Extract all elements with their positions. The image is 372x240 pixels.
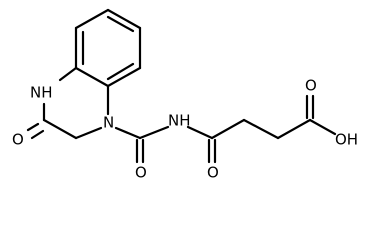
bond — [276, 118, 312, 140]
bond-inner — [106, 62, 135, 81]
bond — [30, 129, 45, 140]
atom-label-nh-amide: NH — [168, 112, 191, 130]
atom-label-n-ring: N — [103, 114, 114, 132]
bond — [138, 125, 170, 140]
atom-label-oh-acid: OH — [335, 131, 358, 149]
bond-inner — [106, 15, 135, 33]
bond — [242, 118, 280, 140]
bond — [74, 66, 110, 88]
bond — [114, 126, 142, 140]
urea-amide-chain — [114, 94, 337, 164]
molecule-drawing: NH O N NH O O O OH — [12, 8, 358, 182]
bond — [106, 8, 142, 30]
chemical-structure-diagram: NH O N NH O O O OH — [12, 8, 359, 182]
benzene-ring — [74, 8, 142, 88]
bond — [42, 118, 78, 140]
atom-labels: NH O N NH O O O OH — [12, 77, 358, 182]
atom-label-o-lactam: O — [12, 131, 24, 149]
piperazinone-ring — [26, 66, 110, 140]
bond — [210, 118, 246, 140]
bond — [106, 66, 142, 88]
atom-label-o-amide: O — [207, 164, 219, 182]
atom-label-o-urea: O — [135, 164, 147, 182]
bond — [186, 125, 214, 140]
atom-label-o-acid: O — [305, 77, 317, 95]
bond — [58, 66, 78, 82]
bond — [74, 8, 110, 30]
bond — [74, 126, 103, 140]
bond — [308, 118, 337, 136]
atom-label-nh-ring: NH — [30, 84, 53, 102]
bond — [26, 122, 40, 132]
